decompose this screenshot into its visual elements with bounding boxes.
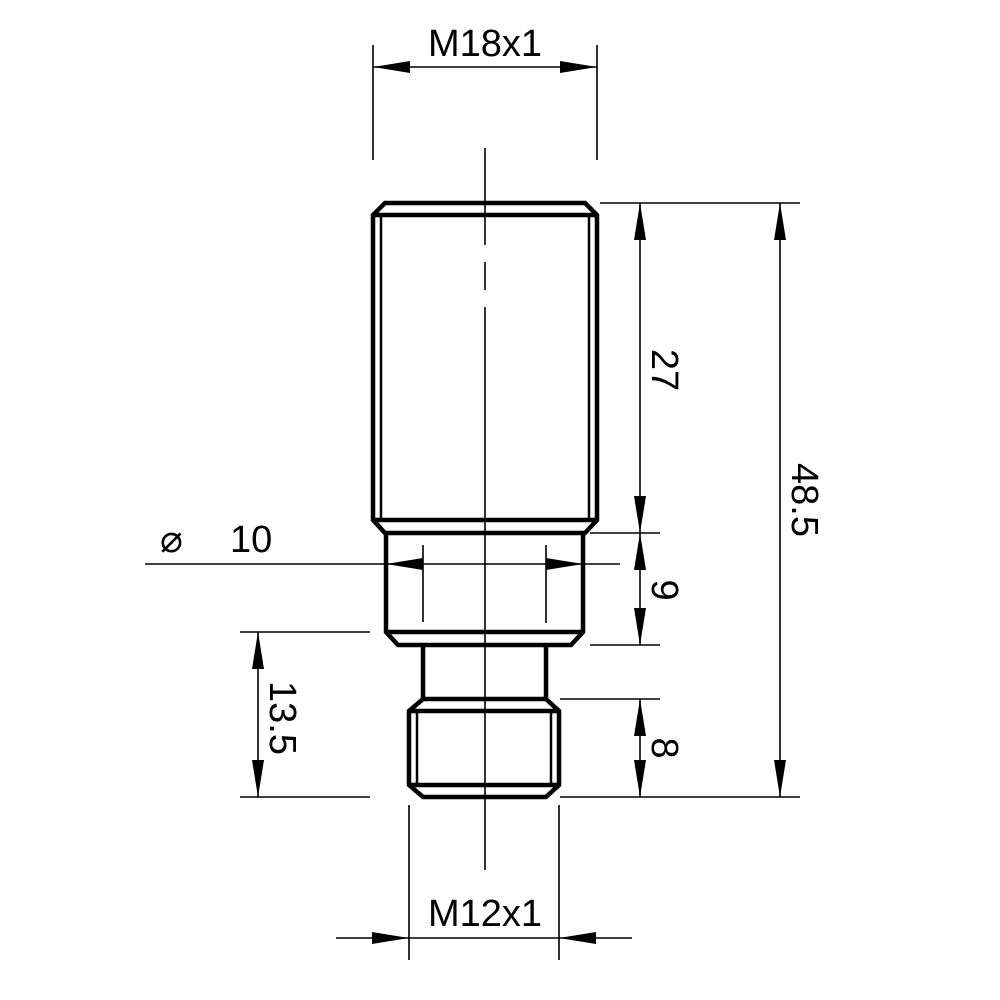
dimension-m18x1: M18x1	[372, 23, 598, 160]
dimension-diameter: ⌀ 10	[145, 519, 620, 570]
lower-thread-body	[406, 696, 562, 800]
diameter-symbol: ⌀	[160, 519, 183, 561]
dimension-m12x1: M12x1	[336, 805, 632, 960]
upper-thread-root-lines	[379, 215, 591, 520]
dim-9: 9	[643, 579, 685, 600]
neck	[420, 645, 549, 699]
dimension-right: 27 9 8 48.5	[560, 202, 825, 798]
thread-bottom-label: M12x1	[428, 893, 542, 935]
diameter-value: 10	[230, 519, 272, 561]
dimension-left: 13.5	[240, 631, 370, 798]
dim-27: 27	[643, 349, 685, 391]
dim-13-5: 13.5	[261, 681, 303, 755]
upper-thread-body	[370, 200, 600, 536]
lower-thread-root-lines	[415, 711, 553, 785]
thread-top-label: M18x1	[428, 23, 542, 65]
dim-8: 8	[643, 737, 685, 758]
dim-48-5: 48.5	[783, 463, 825, 537]
collar	[383, 533, 586, 648]
